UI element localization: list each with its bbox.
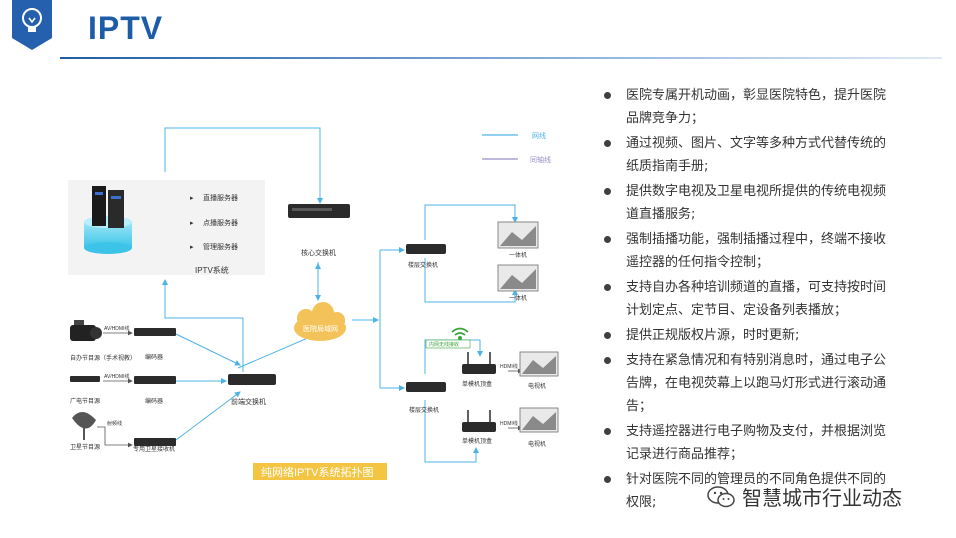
tv-1: 电视机 xyxy=(519,351,559,390)
line-encoder1-front xyxy=(175,333,241,366)
server-label-2: 点播服务器 xyxy=(203,218,238,227)
hdmi-label-1: HDMI线 xyxy=(500,363,518,370)
server-label-1: 直播服务器 xyxy=(203,193,238,202)
wireless-label-box xyxy=(425,339,471,349)
encoder-1: 编码器 xyxy=(134,328,176,361)
encoder-1-label: 编码器 xyxy=(145,353,163,361)
wireless-label: 内网无线接收 xyxy=(429,341,459,348)
stb-2: 单模机顶盒 xyxy=(462,410,496,445)
lan-cloud: 医院局域网 xyxy=(294,302,346,341)
hdmi-label-2: HDMI线 xyxy=(500,420,518,427)
camera-source: 自办节目源（手术视教） xyxy=(70,320,136,362)
watermark: 智慧城市行业动态 xyxy=(706,482,902,511)
satellite-label: 卫星节目源 xyxy=(70,443,100,451)
tv-1-label: 电视机 xyxy=(528,382,546,390)
header-divider xyxy=(60,57,942,59)
line-front-up xyxy=(162,279,244,372)
tv-2-label: 电视机 xyxy=(528,440,546,448)
stb-1: 单模机顶盒 xyxy=(462,352,496,388)
av-hdmi-label-2: AV/HDMI线 xyxy=(104,373,129,380)
broadcast-label: 广电节目源 xyxy=(70,397,100,405)
core-switch: 核心交换机 xyxy=(288,204,350,257)
floor-switch-bottom: 楼层交换机 xyxy=(406,382,446,414)
line-top-branch xyxy=(424,204,518,240)
satellite-dish-icon: 卫星节目源 xyxy=(70,411,100,451)
line-receiver-front xyxy=(175,391,241,441)
line-iptv-to-core xyxy=(164,127,323,204)
front-switch: 前端交换机 xyxy=(228,374,276,406)
encoder-2-label: 编码器 xyxy=(145,397,163,405)
tv-2: 电视机 xyxy=(519,407,559,448)
diagram-caption: 纯网络IPTV系统拓扑图 xyxy=(253,463,387,480)
iptv-system-panel: 直播服务器 点播服务器 管理服务器 ▸ ▸ ▸ IPTV系统 xyxy=(68,180,265,275)
core-switch-label: 核心交换机 xyxy=(301,248,336,257)
all-in-one-1-label: 一体机 xyxy=(509,251,527,259)
all-in-one-2: 一体机 xyxy=(497,264,539,302)
watermark-text: 智慧城市行业动态 xyxy=(742,486,902,510)
line-top-branch-2 xyxy=(424,258,518,303)
iptv-topology-diagram: 网线 同轴线 直播服务器 点播服务器 管理服务器 ▸ ▸ ▸ IPTV系统 xyxy=(68,127,559,480)
all-in-one-1: 一体机 xyxy=(497,221,539,259)
line-bottom-branch-2 xyxy=(424,400,479,463)
floor-switch-bottom-label: 楼层交换机 xyxy=(409,406,439,414)
source-lines xyxy=(97,330,523,448)
feature-list: 医院专属开机动画，彰显医院特色，提升医院品牌竞争力； 通过视频、图片、文字等多种… xyxy=(598,84,898,516)
feature-item: 提供数字电视及卫星电视所提供的传统电视频道直播服务; xyxy=(598,180,898,226)
satellite-receiver: 专用卫星接收机 xyxy=(133,438,176,453)
feature-item: 支持在紧急情况和有特别消息时，通过电子公告牌，在电视荧幕上以跑马灯形式进行滚动通… xyxy=(598,349,898,418)
server-label-3: 管理服务器 xyxy=(203,242,238,251)
feature-item: 提供正规版权片源，时时更新; xyxy=(598,324,898,347)
av-hdmi-label-1: AV/HDMI线 xyxy=(104,325,129,332)
feature-item: 支持遥控器进行电子购物及支付，并根据浏览记录进行商品推荐； xyxy=(598,420,898,466)
cloud-label: 医院局域网 xyxy=(303,324,338,333)
feature-item: 针对医院不同的管理员的不同角色提供不同的权限; xyxy=(598,468,898,514)
iptv-system-label: IPTV系统 xyxy=(195,265,229,275)
wifi-icon xyxy=(451,327,469,340)
floor-switch-top: 楼层交换机 xyxy=(406,244,446,269)
stb-1-label: 单模机顶盒 xyxy=(462,380,492,388)
front-switch-label: 前端交换机 xyxy=(231,397,266,406)
server-bullet-3: ▸ xyxy=(190,244,194,251)
broadcast-source: 广电节目源 xyxy=(70,376,100,405)
server-bullet-1: ▸ xyxy=(190,195,194,202)
diagram-caption-text: 纯网络IPTV系统拓扑图 xyxy=(261,465,373,479)
feature-item: 通过视频、图片、文字等多种方式代替传统的纸质指南手册; xyxy=(598,132,898,178)
legend: 网线 同轴线 xyxy=(482,131,551,164)
legend-network-label: 网线 xyxy=(532,131,546,140)
feature-item: 医院专属开机动画，彰显医院特色，提升医院品牌竞争力； xyxy=(598,84,898,130)
feature-item: 支持自办各种培训频道的直播，可支持按时间计划定点、定节目、定设备列表播放； xyxy=(598,276,898,322)
all-in-one-2-label: 一体机 xyxy=(509,294,527,302)
legend-coax-label: 同轴线 xyxy=(530,155,551,164)
page-title: IPTV xyxy=(88,10,164,46)
server-icon xyxy=(84,186,132,254)
encoder-2: 编码器 xyxy=(134,376,176,405)
self-program-label: 自办节目源（手术视教） xyxy=(70,354,136,362)
satellite-receiver-label: 专用卫星接收机 xyxy=(133,445,175,453)
wechat-icon xyxy=(707,485,735,507)
network-lines xyxy=(162,127,518,463)
floor-switch-top-label: 楼层交换机 xyxy=(408,261,438,269)
radio-freq-label: 射频线 xyxy=(107,420,122,427)
server-bullet-2: ▸ xyxy=(190,220,194,227)
lightbulb-badge-icon xyxy=(12,0,52,50)
feature-item: 强制插播功能，强制插播过程中，终端不接收遥控器的任何指令控制； xyxy=(598,228,898,274)
stb-2-label: 单模机顶盒 xyxy=(462,437,492,445)
